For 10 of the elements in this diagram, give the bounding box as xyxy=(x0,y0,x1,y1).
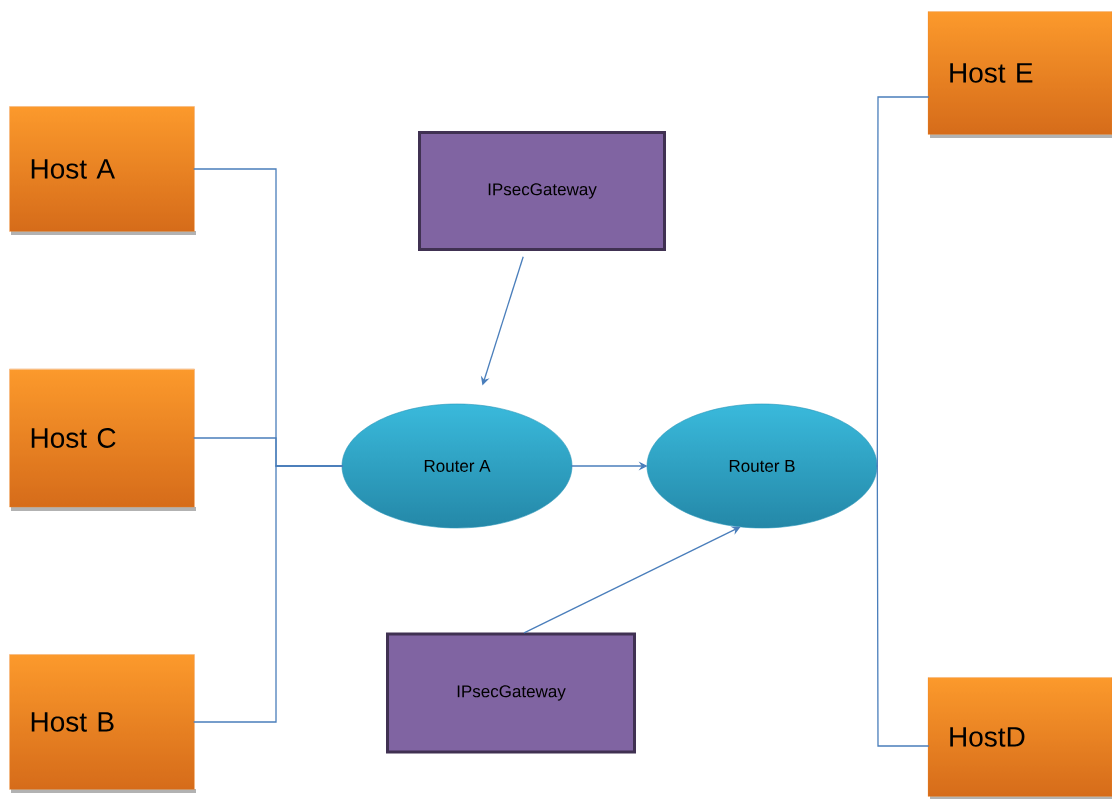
connector xyxy=(193,465,344,723)
connector xyxy=(876,464,930,747)
host-box: Host B xyxy=(9,654,195,790)
gateway-box: IPsecGateway xyxy=(418,131,666,251)
connector xyxy=(876,96,930,468)
host-box: HostD xyxy=(927,677,1112,797)
host-box: Host E xyxy=(927,11,1112,135)
host-box: Host A xyxy=(9,106,195,232)
gateway-box: IPsecGateway xyxy=(386,632,636,754)
host-box: Host C xyxy=(9,368,195,508)
